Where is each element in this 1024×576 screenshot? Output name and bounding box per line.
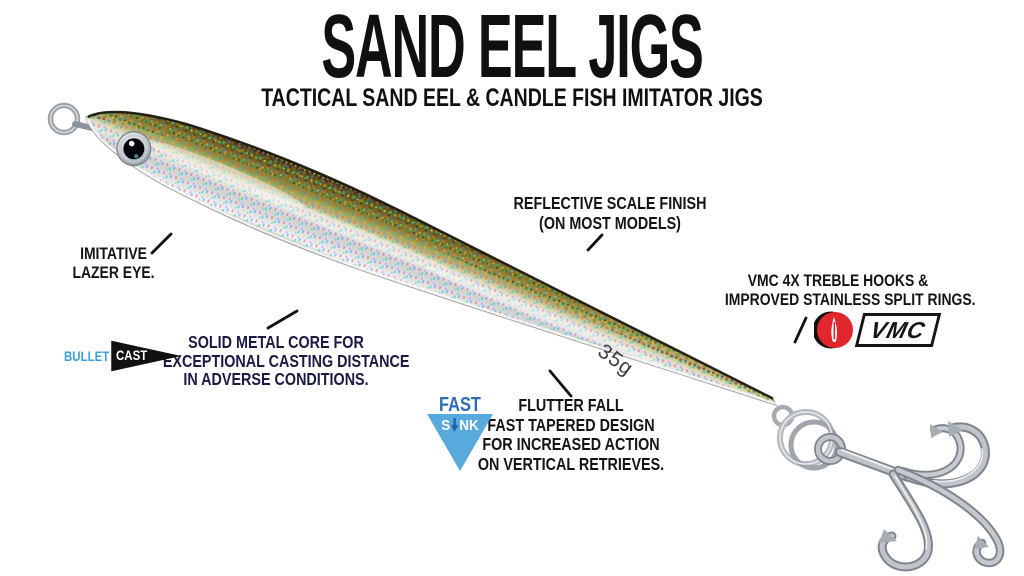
- callout-scale-finish-line2: (ON MOST MODELS): [539, 212, 681, 233]
- callout-flutter-line1: FLUTTER FALL: [518, 395, 624, 415]
- fastsink-sink-wordmark: S NK: [430, 414, 489, 434]
- fastsink-fast-wordmark: FAST: [439, 394, 481, 416]
- callout-lazer-eye-line2: LAZER EYE.: [72, 263, 155, 282]
- fastsink-sink-nk: NK: [459, 417, 479, 434]
- pointer-line-scale-finish: [586, 233, 604, 252]
- callout-scale-finish: REFLECTIVE SCALE FINISH (ON MOST MODELS): [502, 193, 718, 233]
- callout-flutter-line2: FAST TAPERED DESIGN: [487, 414, 655, 435]
- callout-casting-line2: EXCEPTIONAL CASTING DISTANCE: [162, 350, 410, 371]
- bulletcast-bullet-wordmark: BULLET: [63, 348, 110, 364]
- pointer-line-hooks: [793, 316, 808, 344]
- bulletcast-cast-wordmark: CAST: [116, 348, 148, 363]
- callout-flutter-fall: FLUTTER FALL FAST TAPERED DESIGN FOR INC…: [465, 395, 677, 474]
- fastsink-sink-s: S: [441, 417, 451, 434]
- callout-hooks-line2: IMPROVED STAINLESS SPLIT RINGS.: [724, 289, 976, 309]
- page-title: SAND EEL JIGS: [321, 0, 704, 97]
- bulletcast-pennant-icon: CAST: [111, 340, 182, 372]
- treble-hook: [814, 421, 1005, 572]
- vmc-wordmark: VMC: [854, 313, 942, 347]
- callout-flutter-line4: ON VERTICAL RETRIEVES.: [477, 453, 665, 474]
- vmc-circle-icon: [814, 311, 853, 349]
- callout-hooks-line1: VMC 4X TREBLE HOOKS &: [747, 271, 929, 290]
- lure-body: 35g: [85, 110, 778, 407]
- callout-casting: SOLID METAL CORE FOR EXCEPTIONAL CASTING…: [162, 332, 410, 389]
- callout-lazer-eye-line1: IMITATIVE: [80, 244, 147, 263]
- fastsink-logo: FAST S NK: [426, 395, 494, 471]
- callout-casting-line3: IN ADVERSE CONDITIONS.: [183, 369, 369, 389]
- callout-scale-finish-line1: REFLECTIVE SCALE FINISH: [513, 193, 707, 213]
- pointer-line-lazer-eye: [150, 232, 173, 255]
- bulletcast-logo: BULLET CAST: [60, 340, 182, 372]
- vmc-logo: VMC: [814, 310, 942, 350]
- callout-flutter-line3: FOR INCREASED ACTION: [482, 434, 660, 454]
- fastsink-triangle-icon: S NK: [427, 414, 493, 471]
- callout-hooks: VMC 4X TREBLE HOOKS & IMPROVED STAINLESS…: [724, 271, 976, 309]
- nose-eyelet: [47, 102, 95, 136]
- pointer-line-casting: [266, 309, 299, 330]
- callout-casting-line1: SOLID METAL CORE FOR: [188, 332, 364, 352]
- callout-lazer-eye: IMITATIVE LAZER EYE.: [50, 244, 177, 282]
- lure-eye: [116, 131, 152, 167]
- page-subtitle: TACTICAL SAND EEL & CANDLE FISH IMITATOR…: [261, 84, 763, 112]
- down-arrow-icon: [451, 418, 459, 432]
- pointer-line-flutter: [548, 369, 573, 398]
